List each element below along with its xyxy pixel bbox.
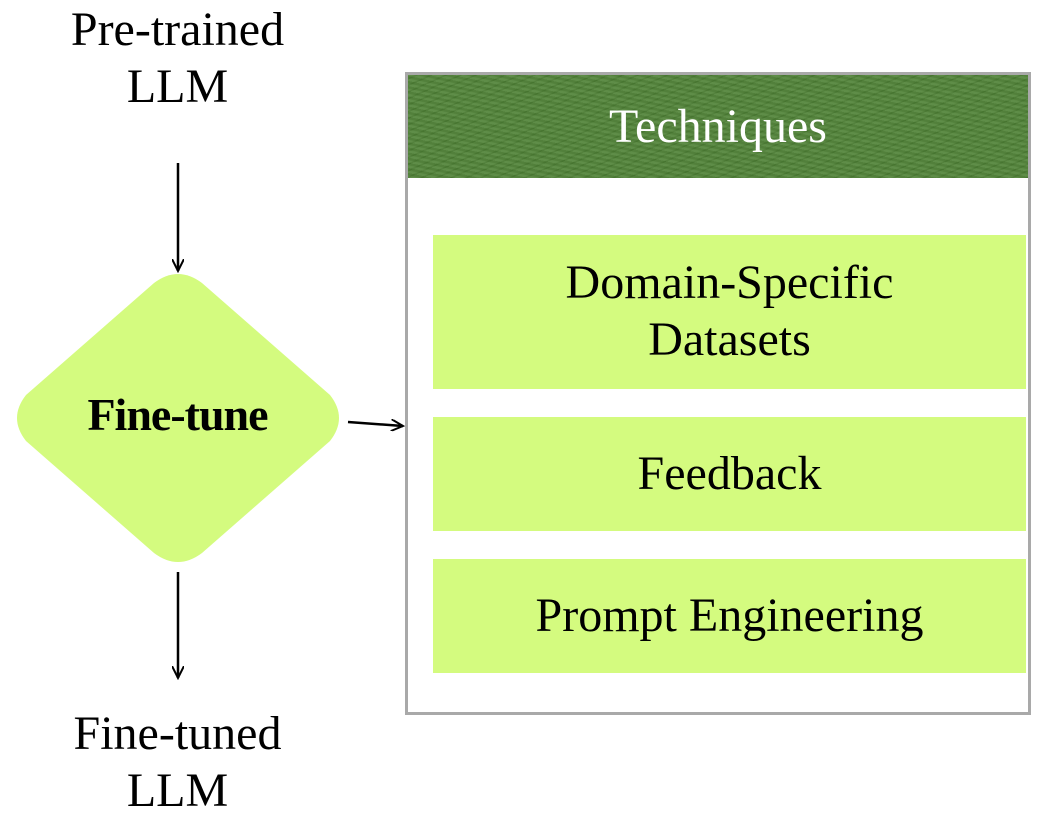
techniques-panel: Techniques Domain-Specific Datasets Feed… [405, 72, 1031, 715]
finetuned-llm-line-1: Fine-tuned [73, 707, 282, 760]
fine-tune-decision-diamond [17, 274, 339, 562]
technique-label-line-2: Datasets [648, 313, 811, 366]
pretrained-llm-line-2: LLM [126, 59, 229, 113]
decision-to-techniques-arrow [347, 422, 403, 426]
technique-label: Feedback [637, 446, 822, 500]
technique-label: Prompt Engineering [535, 588, 924, 642]
techniques-header: Techniques [408, 75, 1028, 178]
finetuned-llm-line-2: LLM [126, 763, 229, 817]
technique-domain-specific-datasets: Domain-Specific Datasets [433, 235, 1026, 389]
pretrained-llm-label: Pre-trained LLM [20, 2, 335, 115]
technique-label-line-1: Domain-Specific [565, 256, 894, 310]
finetuned-llm-label: Fine-tuned LLM [20, 706, 335, 819]
technique-prompt-engineering: Prompt Engineering [433, 559, 1026, 673]
pretrained-llm-line-1: Pre-trained [70, 3, 285, 56]
technique-feedback: Feedback [433, 417, 1026, 531]
fine-tune-decision-label: Fine-tune [87, 389, 268, 440]
